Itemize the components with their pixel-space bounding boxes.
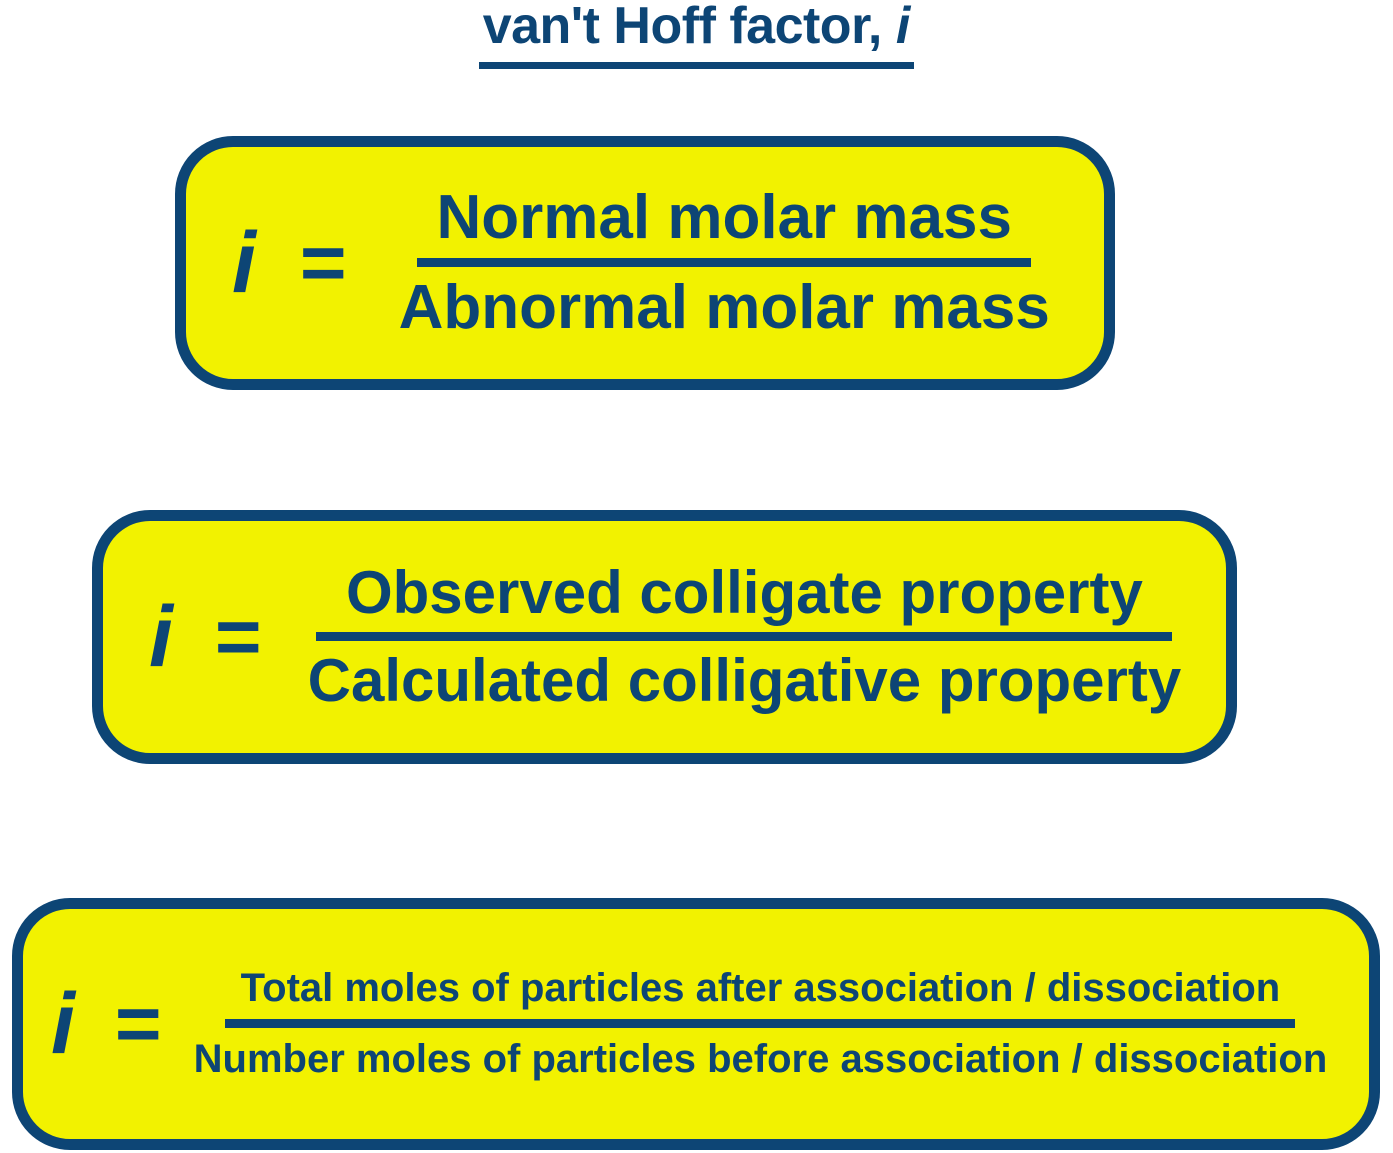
equation-row: i = Total moles of particles after assoc… [23, 909, 1369, 1139]
fraction: Observed colligate property Calculated c… [307, 558, 1182, 714]
fraction-bar [417, 257, 1032, 267]
fraction-bar [316, 631, 1173, 641]
equation-row: i = Observed colligate property Calculat… [103, 521, 1226, 753]
title-underline-wrapper: van't Hoff factor, i [478, 0, 915, 69]
fraction-numerator: Total moles of particles after associati… [240, 966, 1281, 1011]
fraction: Normal molar mass Abnormal molar mass [398, 182, 1050, 342]
variable-i: i [149, 589, 173, 685]
page-title: van't Hoff factor, i [0, 0, 1393, 70]
variable-i: i [51, 976, 75, 1072]
equals-sign: = [114, 979, 162, 1068]
fraction-denominator: Calculated colligative property [307, 646, 1182, 714]
fraction-denominator: Number moles of particles before associa… [193, 1036, 1328, 1081]
fraction-numerator: Normal molar mass [436, 182, 1012, 252]
variable-i: i [232, 215, 256, 311]
formula-card-moles-particles: i = Total moles of particles after assoc… [12, 898, 1380, 1150]
title-symbol-i: i [895, 0, 911, 55]
fraction-bar [225, 1018, 1296, 1028]
equals-sign: = [214, 592, 262, 681]
formula-card-molar-mass: i = Normal molar mass Abnormal molar mas… [175, 136, 1115, 390]
fraction: Total moles of particles after associati… [193, 966, 1328, 1081]
fraction-numerator: Observed colligate property [345, 558, 1143, 626]
equals-sign: = [299, 218, 347, 307]
equation-row: i = Normal molar mass Abnormal molar mas… [186, 147, 1104, 379]
fraction-denominator: Abnormal molar mass [398, 272, 1050, 342]
formula-card-colligative-property: i = Observed colligate property Calculat… [92, 510, 1237, 764]
title-label: van't Hoff factor, [482, 0, 896, 55]
